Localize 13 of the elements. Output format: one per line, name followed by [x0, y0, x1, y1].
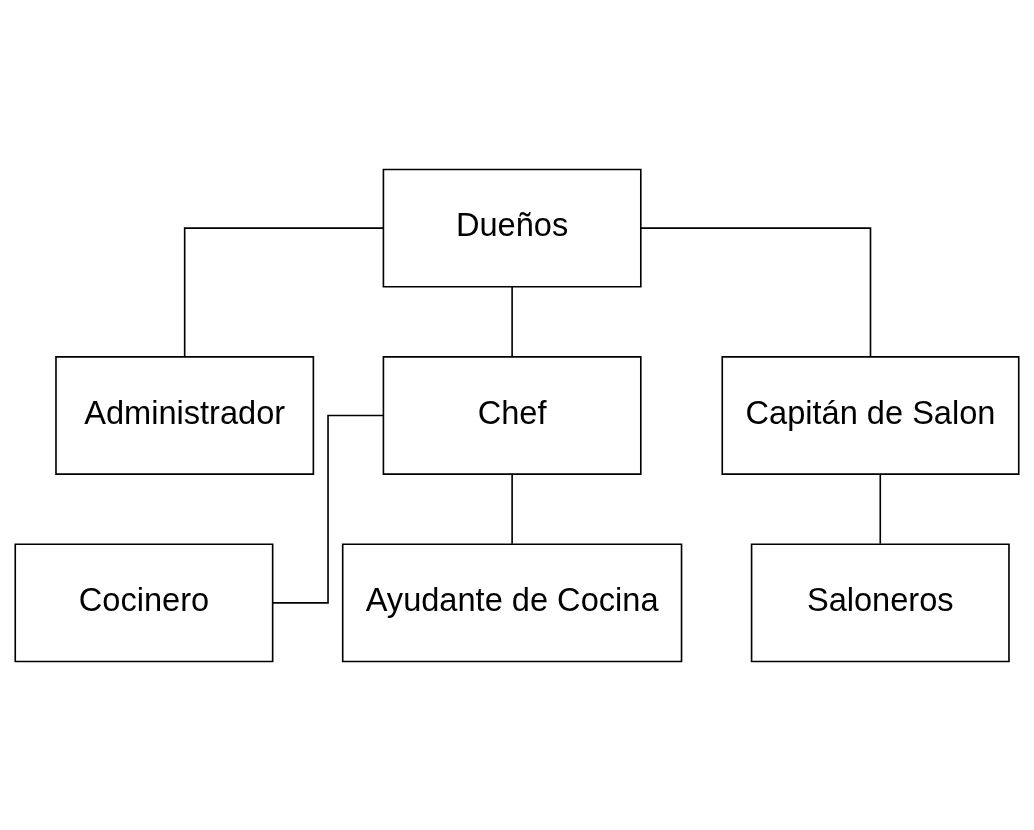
- connector: [272, 414, 385, 604]
- node-box: Administrador: [55, 355, 315, 475]
- node-box: Capitán de Salon: [721, 355, 1020, 475]
- node-box: Dueños: [382, 168, 642, 288]
- connector: [879, 472, 882, 544]
- connector: [511, 472, 513, 544]
- node-box: Chef: [382, 355, 642, 475]
- connector: [183, 226, 384, 358]
- connector: [511, 285, 513, 357]
- connector: [640, 226, 872, 358]
- node-box: Cocinero: [14, 542, 274, 662]
- node-box: Ayudante de Cocina: [341, 542, 683, 662]
- node-box: Saloneros: [750, 542, 1010, 662]
